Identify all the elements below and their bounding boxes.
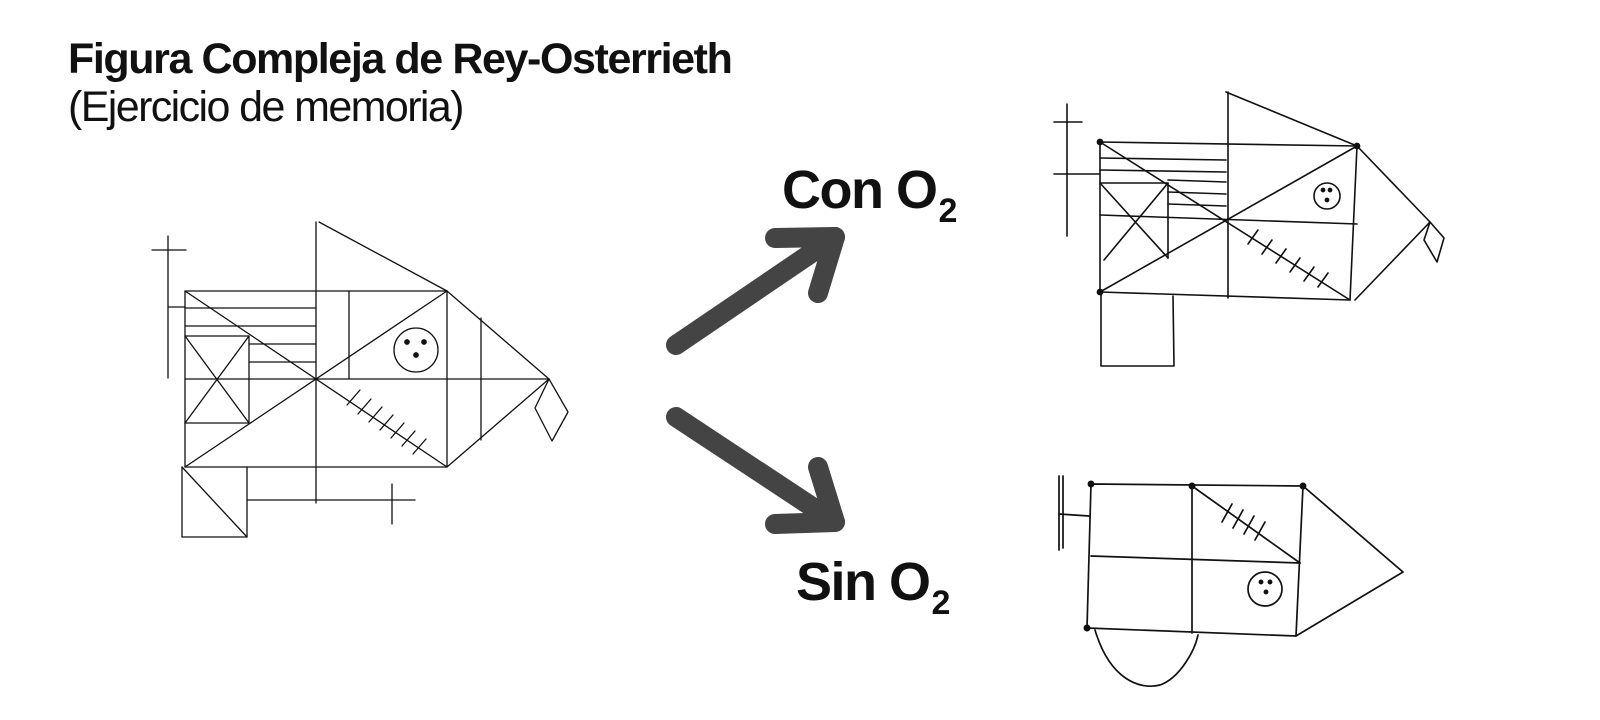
label-without-oxygen-subscript: 2 [931, 584, 951, 622]
title-block: Figura Compleja de Rey-Osterrieth (Ejerc… [68, 34, 733, 131]
label-with-oxygen-text: Con O [782, 160, 938, 220]
recall-drawing-with-oxygen [1053, 91, 1445, 367]
label-without-oxygen-text: Sin O [796, 552, 931, 612]
original-rey-figure [151, 221, 569, 538]
recall-drawing-without-oxygen [1058, 475, 1404, 687]
arrow-up-right [666, 227, 845, 355]
page-title: Figura Compleja de Rey-Osterrieth [68, 35, 733, 83]
label-without-oxygen: Sin O2 [796, 552, 951, 622]
label-with-oxygen-subscript: 2 [938, 192, 957, 230]
arrow-down-right [666, 407, 845, 534]
label-with-oxygen: Con O2 [782, 160, 957, 230]
page-subtitle: (Ejercicio de memoria) [68, 83, 465, 131]
